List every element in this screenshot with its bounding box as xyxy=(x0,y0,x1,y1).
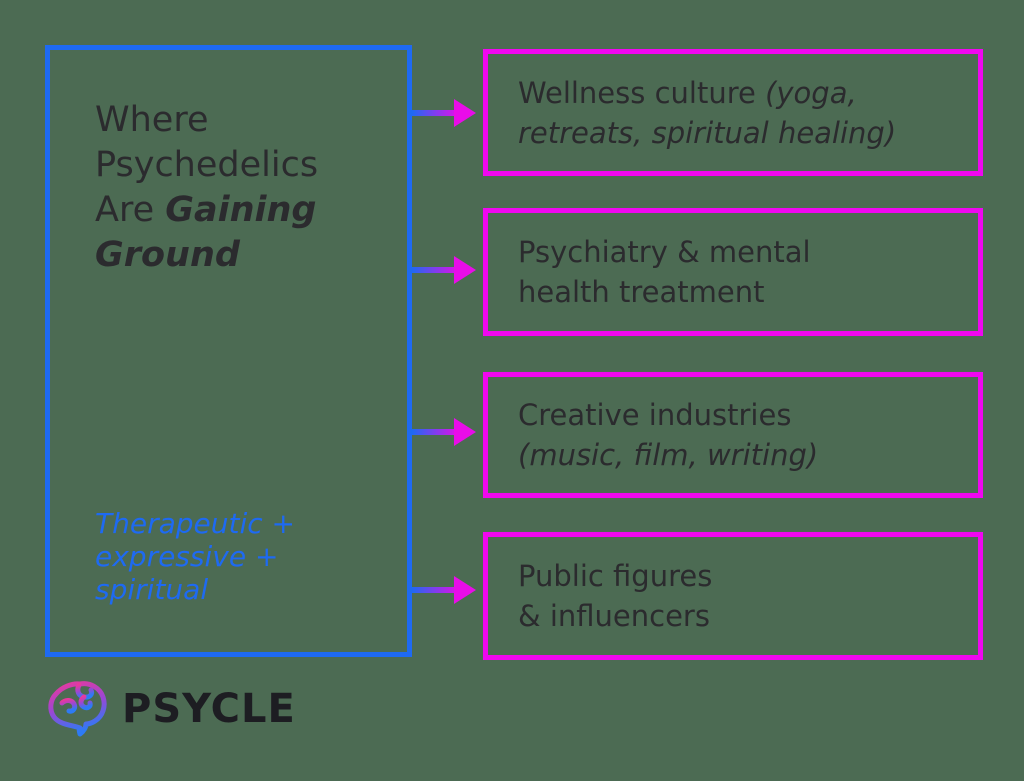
branch-box-psychiatry: Psychiatry & mental health treatment xyxy=(483,208,983,336)
branch-wellness-line-1: Wellness culture (yoga, xyxy=(518,73,978,113)
logo-wordmark: PSYCLE xyxy=(122,686,296,732)
branch-box-public-figures: Public figures & influencers xyxy=(483,532,983,660)
psycle-logo: PSYCLE xyxy=(46,674,296,744)
branch-wellness-line-2: retreats, spiritual healing) xyxy=(518,115,897,150)
flow-arrow-3 xyxy=(412,418,476,446)
main-title-regular: Where Psychedelics Are xyxy=(95,100,319,230)
branch-public-figures-line-1: Public figures xyxy=(518,559,713,593)
main-topic-box: Where Psychedelics Are Gaining Ground Th… xyxy=(45,45,412,657)
flow-arrow-1 xyxy=(412,99,476,127)
branch-psychiatry-line-1: Psychiatry & mental xyxy=(518,235,811,269)
flow-arrow-4 xyxy=(412,576,476,604)
main-note-line-3: spiritual xyxy=(95,573,209,606)
branch-psychiatry-line-2: health treatment xyxy=(518,275,765,309)
branch-box-creative: Creative industries (music, film, writin… xyxy=(483,372,983,498)
branch-public-figures-line-2: & influencers xyxy=(518,599,710,633)
branch-wellness-line1-italic: (yoga, xyxy=(765,75,857,110)
main-title-emphasis: Gaining Ground xyxy=(95,190,317,275)
main-title: Where Psychedelics Are Gaining Ground xyxy=(95,98,367,278)
branch-wellness-line1-regular: Wellness culture xyxy=(518,75,766,110)
main-note-line-1: Therapeutic + xyxy=(95,507,296,540)
branch-creative-line-2: (music, film, writing) xyxy=(518,438,819,472)
main-note: Therapeutic + expressive + spiritual xyxy=(95,507,355,606)
brain-icon xyxy=(46,674,110,744)
branch-creative-line-1: Creative industries xyxy=(518,398,792,432)
flow-arrow-2 xyxy=(412,256,476,284)
branch-box-wellness: Wellness culture (yoga, retreats, spirit… xyxy=(483,49,983,176)
main-note-line-2: expressive + xyxy=(95,540,279,573)
